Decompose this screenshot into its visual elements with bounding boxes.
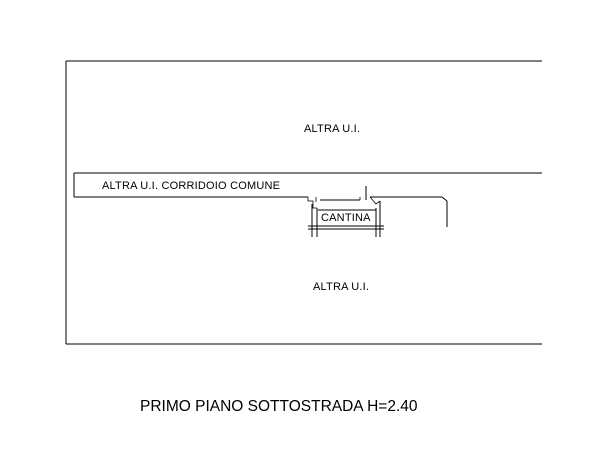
- cellar-wall-right-cap: [369, 196, 381, 205]
- room-label-cellar: CANTINA: [321, 212, 371, 224]
- corridor-walls: [73, 172, 542, 227]
- outer-walls: [65, 60, 542, 345]
- cellar-door-left: [307, 197, 317, 209]
- floor-title: PRIMO PIANO SOTTOSTRADA H=2.40: [140, 398, 418, 415]
- room-label-upper-unit: ALTRA U.I.: [304, 123, 360, 135]
- cellar-walls: [307, 196, 384, 237]
- room-label-lower-unit: ALTRA U.I.: [313, 281, 369, 293]
- room-label-corridor: ALTRA U.I. CORRIDOIO COMUNE: [102, 180, 280, 192]
- corridor-wall-corner: [441, 196, 448, 202]
